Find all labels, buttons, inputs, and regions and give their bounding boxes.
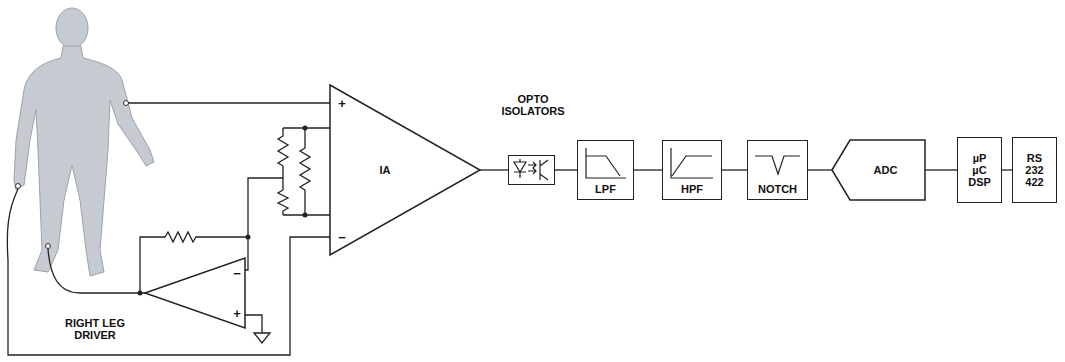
pin-sign: + bbox=[338, 97, 346, 110]
signal-line bbox=[555, 169, 577, 170]
figure-body bbox=[14, 46, 154, 276]
block-label: HPF bbox=[681, 183, 703, 195]
notch-icon bbox=[755, 156, 800, 174]
resistor-symbol bbox=[278, 128, 288, 215]
led-symbol bbox=[514, 159, 526, 178]
minus-input-wire bbox=[7, 189, 330, 355]
electrode bbox=[16, 184, 21, 189]
led-symbol bbox=[514, 162, 526, 172]
instrumentation-amp: IA bbox=[330, 85, 480, 255]
filter-box: NOTCH bbox=[747, 140, 808, 200]
plus-input-wire bbox=[128, 102, 330, 103]
signal-line bbox=[634, 169, 662, 170]
filter-box: LPF bbox=[577, 140, 634, 200]
lowpass-icon bbox=[586, 148, 626, 178]
block-label: OPTO ISOLATORS bbox=[491, 93, 575, 117]
interface-box: RS 232 422 bbox=[1012, 137, 1057, 203]
signal-line bbox=[808, 169, 832, 170]
junction-dot bbox=[138, 291, 143, 296]
junction-dot bbox=[246, 235, 251, 240]
light-arrows bbox=[528, 162, 536, 174]
electrode bbox=[46, 244, 51, 249]
ground-symbol bbox=[254, 333, 270, 343]
signal-line bbox=[722, 169, 747, 170]
signal-line bbox=[480, 169, 508, 170]
instrumentation-amp-outline bbox=[330, 85, 480, 255]
block-label: NOTCH bbox=[758, 183, 797, 195]
resistor-symbol bbox=[300, 128, 310, 215]
block-label: IA bbox=[380, 164, 391, 176]
human-figure bbox=[14, 8, 154, 276]
phototransistor-symbol bbox=[540, 160, 548, 180]
instrumentation-amp-shape bbox=[330, 85, 480, 255]
block-label: LPF bbox=[595, 183, 616, 195]
electrode bbox=[124, 101, 129, 106]
highpass-icon bbox=[671, 148, 713, 178]
right-leg-wire bbox=[48, 249, 145, 293]
pin-sign: + bbox=[233, 307, 241, 320]
figure-head bbox=[56, 8, 88, 48]
pin-sign: − bbox=[233, 267, 241, 280]
filter-box: HPF bbox=[662, 140, 722, 200]
opamp-driver-shape bbox=[145, 258, 245, 328]
adc-block-shape bbox=[832, 140, 925, 200]
block-label: RS 232 422 bbox=[1025, 152, 1043, 188]
block-label: ADC bbox=[874, 164, 898, 176]
opamp-driver: RIGHT LEG DRIVER bbox=[50, 255, 250, 347]
inverting-input-wire bbox=[245, 178, 283, 270]
signal-line bbox=[1002, 169, 1012, 170]
block-label: RIGHT LEG DRIVER bbox=[55, 317, 135, 341]
junction-dot bbox=[303, 126, 308, 131]
block-label: µP µC DSP bbox=[968, 152, 991, 188]
adc-block: ADC bbox=[832, 140, 925, 200]
junction-dot bbox=[303, 213, 308, 218]
ground-wire bbox=[245, 315, 262, 333]
processor-box: µP µC DSP bbox=[957, 137, 1002, 203]
pin-sign: − bbox=[338, 231, 346, 244]
signal-line bbox=[925, 169, 957, 170]
opto-isolator-box: OPTO ISOLATORS bbox=[508, 155, 555, 185]
